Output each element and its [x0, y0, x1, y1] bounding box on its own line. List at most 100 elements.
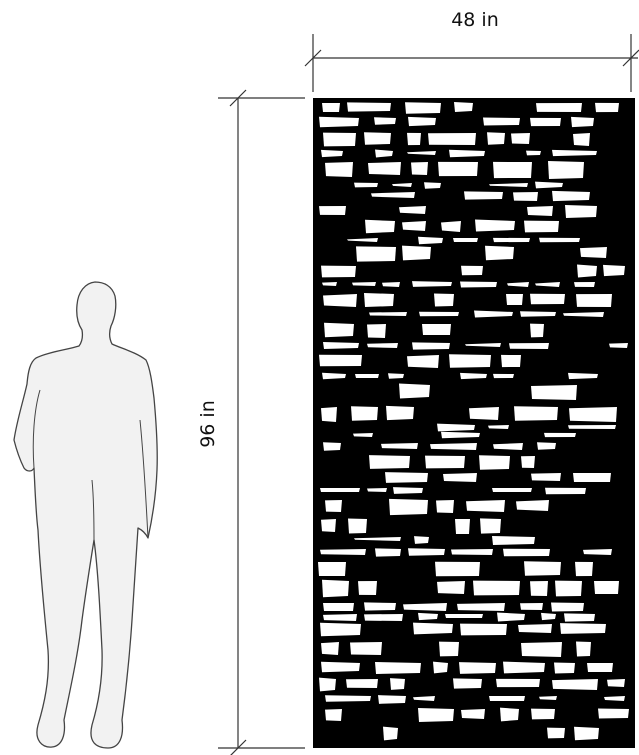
- panel-cutout: [402, 221, 426, 231]
- panel-cutout: [461, 709, 485, 719]
- panel-cutout: [441, 431, 480, 439]
- panel-cutout: [531, 385, 577, 400]
- panel-cutout: [367, 343, 398, 348]
- panel-cutout: [545, 487, 586, 495]
- panel-cutout: [501, 354, 521, 368]
- panel-cutout: [438, 161, 478, 177]
- panel-cutout: [518, 624, 552, 633]
- panel-cutout: [318, 562, 346, 576]
- panel-cutout: [325, 709, 342, 721]
- panel-cutout: [520, 311, 556, 317]
- panel-cutout: [356, 246, 396, 262]
- panel-cutout: [574, 282, 595, 287]
- panel-cutout: [524, 561, 561, 576]
- panel-cutout: [321, 407, 337, 422]
- panel-cutout: [445, 613, 483, 619]
- panel-cutout: [548, 161, 584, 179]
- panel-cutout: [473, 580, 520, 596]
- panel-cutout: [524, 220, 559, 233]
- panel-cutout: [577, 264, 597, 278]
- panel-cutout: [587, 662, 613, 673]
- panel-cutout: [493, 237, 530, 243]
- panel-cutout: [424, 182, 441, 189]
- panel-cutout: [526, 150, 541, 156]
- panel-cutout: [530, 293, 565, 305]
- panel-cutout: [375, 548, 401, 557]
- panel-cutout: [407, 355, 439, 368]
- panel-cutout: [459, 662, 496, 674]
- panel-cutout-pattern: [318, 102, 629, 741]
- panel-cutout: [355, 373, 379, 379]
- panel-cutout: [352, 282, 376, 286]
- panel-cutout: [535, 282, 560, 287]
- panel-cutout: [436, 500, 454, 513]
- panel-cutout: [393, 487, 423, 494]
- panel-cutout: [480, 518, 501, 534]
- height-dimension: [218, 89, 305, 755]
- panel-cutout: [322, 282, 337, 286]
- panel-cutout: [449, 149, 485, 158]
- panel-cutout: [531, 473, 561, 481]
- panel-cutout: [319, 206, 346, 215]
- panel-cutout: [531, 708, 555, 720]
- panel-cutout: [322, 579, 349, 598]
- panel-cutout: [544, 432, 576, 438]
- panel-cutout: [513, 192, 538, 201]
- panel-cutout: [496, 678, 540, 688]
- panel-cutout: [465, 343, 501, 347]
- panel-cutout: [466, 500, 505, 512]
- panel-cutout: [568, 372, 598, 380]
- panel-cutout: [489, 696, 525, 701]
- panel-cutout: [390, 678, 405, 690]
- panel-cutout: [351, 406, 378, 421]
- panel-cutout: [403, 603, 447, 611]
- panel-cutout: [460, 281, 497, 288]
- panel-cutout: [521, 456, 535, 468]
- panel-cutout: [568, 425, 616, 429]
- panel-cutout: [354, 537, 401, 541]
- panel-cutout: [514, 406, 558, 421]
- panel-cutout: [369, 455, 410, 469]
- panel-cutout: [323, 132, 356, 147]
- panel-cutout: [554, 662, 575, 674]
- panel-cutout: [434, 293, 454, 307]
- panel-cutout: [364, 132, 391, 145]
- panel-cutout: [358, 581, 377, 595]
- panel-cutout: [371, 192, 415, 198]
- panel-cutout: [594, 581, 619, 594]
- panel-cutout: [574, 726, 599, 741]
- panel-cutout: [500, 707, 519, 722]
- panel-cutout: [435, 561, 480, 577]
- panel-cutout: [464, 191, 503, 200]
- panel-cutout: [325, 162, 353, 177]
- panel-cutout: [319, 116, 359, 128]
- panel-cutout: [353, 433, 373, 437]
- panel-cutout: [321, 149, 343, 158]
- panel-cutout: [439, 641, 459, 657]
- panel-cutout: [539, 237, 580, 243]
- panel-cutout: [506, 294, 523, 305]
- height-tick-bottom: [230, 739, 247, 755]
- panel-cutout: [483, 117, 520, 126]
- panel-cutout: [573, 473, 611, 482]
- panel-cutout: [560, 623, 606, 634]
- panel-cutout: [433, 661, 448, 674]
- panel-cutout: [319, 354, 362, 367]
- panel-cutout: [564, 613, 595, 622]
- panel-cutout: [321, 265, 356, 278]
- panel-cutout: [320, 622, 361, 637]
- panel-cutout: [475, 219, 515, 232]
- person-arm-line-left: [32, 389, 41, 469]
- panel-cutout: [323, 603, 354, 611]
- panel-cutout: [565, 204, 597, 219]
- panel-cutout: [552, 190, 590, 202]
- panel-cutout: [474, 310, 513, 318]
- panel-cutout: [408, 548, 445, 556]
- panel-cutout: [516, 500, 549, 511]
- panel-cutout: [539, 696, 557, 700]
- panel-cutout: [375, 661, 421, 675]
- panel-cutout: [576, 641, 591, 657]
- panel-cutout: [492, 487, 532, 493]
- panel-cutout: [497, 612, 525, 622]
- panel-cutout: [325, 500, 342, 512]
